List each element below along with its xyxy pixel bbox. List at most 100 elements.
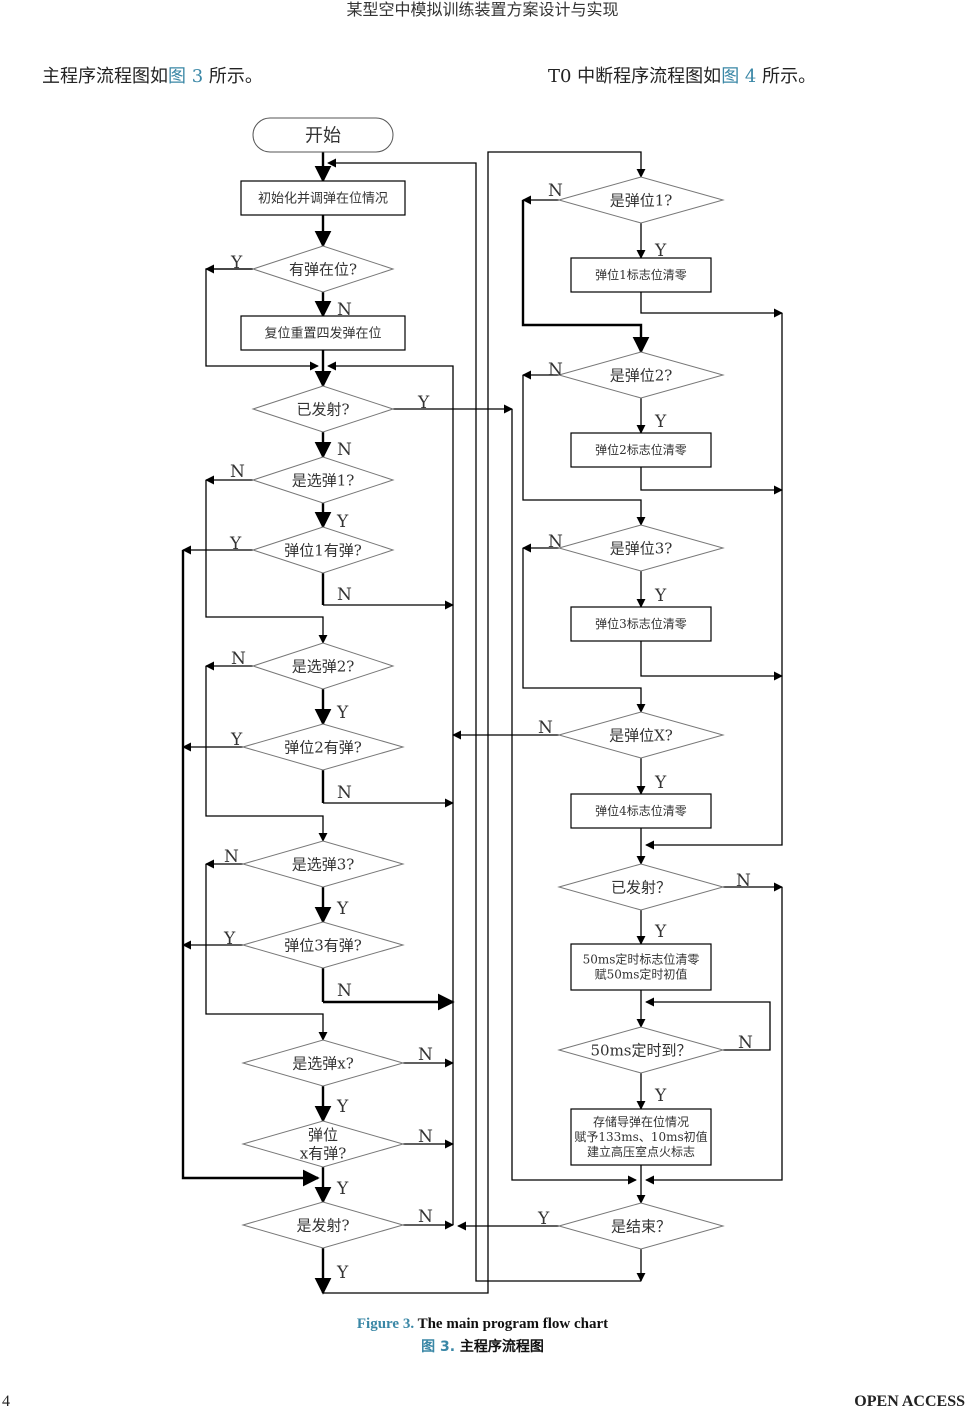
node-label: 弹位1标志位清零: [595, 267, 687, 282]
branch-label: Y: [336, 703, 349, 723]
connector-line: [645, 313, 783, 850]
flowchart-node-pos2-has: 弹位2有弹?: [241, 723, 405, 771]
node-label: 是选弹2?: [292, 657, 355, 675]
branch-label: N: [736, 871, 751, 891]
branch-label: Y: [654, 1086, 667, 1106]
connector-line: [205, 864, 328, 1041]
connector-line: [327, 361, 454, 1225]
flowchart-node-selx: 是选弹x?: [241, 1039, 405, 1087]
node-label: 是选弹3?: [292, 855, 355, 873]
node-label: 弹位4标志位清零: [595, 803, 687, 818]
figure-3-link[interactable]: 图 3: [168, 66, 204, 87]
branch-label: Y: [230, 253, 243, 273]
decision-diamond: [557, 351, 725, 399]
intro-t0-interrupt: T0 中断程序流程图如图 4 所示。: [548, 62, 816, 88]
node-label: 50ms定时到？: [590, 1041, 691, 1059]
connector-line: [521, 200, 650, 354]
flowchart-node-is-pos3: 是弹位3?: [557, 524, 725, 572]
connector-line: [522, 548, 646, 713]
connector-line: [640, 467, 783, 495]
figure-4-link[interactable]: 图 4: [721, 66, 757, 87]
flowchart-node-fired: 已发射?: [251, 385, 395, 433]
page-number: 4: [2, 1393, 10, 1410]
branch-label: Y: [654, 412, 667, 432]
figure-caption-en: Figure 3. The main program flow chart: [0, 1316, 965, 1333]
decision-diamond: [251, 245, 395, 293]
node-label: 是发射?: [296, 1216, 349, 1234]
branch-label: Y: [654, 241, 667, 261]
intro-text: T0 中断程序流程图如: [548, 66, 722, 87]
branch-label: Y: [654, 773, 667, 793]
node-label: 弹位2标志位清零: [595, 442, 687, 457]
running-header: 某型空中模拟训练装置方案设计与实现: [346, 0, 619, 19]
node-label: 弹位2有弹?: [284, 738, 362, 756]
node-label: 弹位1有弹?: [284, 541, 362, 559]
figure-number: 图 3.: [421, 1339, 456, 1355]
branch-label: N: [418, 1127, 433, 1147]
intro-main-program: 主程序流程图如图 3 所示。: [42, 62, 263, 88]
branch-label: N: [337, 981, 352, 1001]
flowchart-node-reset4: 复位重置四发弹在位: [240, 315, 406, 351]
flowchart-node-clr4: 弹位4标志位清零: [570, 793, 712, 829]
open-access-label: OPEN ACCESS: [854, 1393, 965, 1410]
connector-line: [645, 997, 771, 1051]
connector-line: [323, 151, 646, 1294]
branch-label: N: [418, 1207, 433, 1227]
node-label: 存储导弹在位情况: [593, 1114, 689, 1129]
flowchart-node-is-pos1: 是弹位1?: [557, 176, 725, 224]
connector-line: [181, 550, 320, 1187]
flowchart-node-is-pos2: 是弹位2?: [557, 351, 725, 399]
decision-diamond: [241, 1201, 405, 1249]
flowchart-node-sel1: 是选弹1?: [251, 456, 395, 504]
decision-diamond: [241, 1039, 405, 1087]
decision-diamond: [557, 176, 725, 224]
flowchart-node-fired2: 已发射？: [557, 863, 725, 911]
connector-line: [511, 409, 637, 1185]
caption-text: The main program flow chart: [414, 1316, 609, 1332]
decision-diamond: [251, 385, 395, 433]
node-label: 建立高压室点火标志: [587, 1144, 695, 1159]
node-label: 弹位: [308, 1126, 338, 1144]
branch-label: Y: [336, 1263, 349, 1283]
process-box: [570, 1108, 712, 1166]
flowchart-node-init: 初始化并调弹在位情况: [240, 180, 406, 216]
flowchart-node-is-end: 是结束？: [557, 1202, 725, 1250]
decision-diamond: [241, 723, 405, 771]
connector-line: [640, 292, 783, 318]
branch-label: N: [224, 847, 239, 867]
node-label: x有弹?: [300, 1145, 347, 1163]
decision-diamond: [241, 921, 405, 969]
branch-label: Y: [336, 899, 349, 919]
branch-label: N: [538, 718, 553, 738]
process-box: [570, 606, 712, 642]
branch-label: Y: [223, 929, 236, 949]
decision-diamond: [557, 1202, 725, 1250]
node-label: 是弹位1?: [610, 191, 673, 209]
branch-label: Y: [417, 393, 430, 413]
decision-diamond: [251, 456, 395, 504]
branch-label: Y: [336, 512, 349, 532]
node-label: 赋予133ms、10ms初值: [574, 1129, 707, 1144]
connector-line: [205, 666, 328, 842]
flowchart-connectors: [181, 151, 783, 1295]
flowchart-node-has-missile: 有弹在位?: [251, 245, 395, 293]
node-label: 是弹位X?: [609, 726, 673, 744]
node-label: 是弹位3?: [610, 539, 673, 557]
process-box: [570, 793, 712, 829]
connector-line: [645, 887, 783, 1185]
node-label: 有弹在位?: [289, 260, 357, 278]
flowchart-node-pos3-has: 弹位3有弹?: [241, 921, 405, 969]
flowchart-node-start: 开始: [252, 117, 394, 153]
decision-diamond: [241, 1120, 405, 1168]
process-box: [570, 432, 712, 468]
node-label: 弹位3有弹?: [284, 936, 362, 954]
intro-text: 所示。: [756, 66, 817, 87]
process-box: [570, 943, 712, 991]
flowchart-node-launch: 是发射?: [241, 1201, 405, 1249]
